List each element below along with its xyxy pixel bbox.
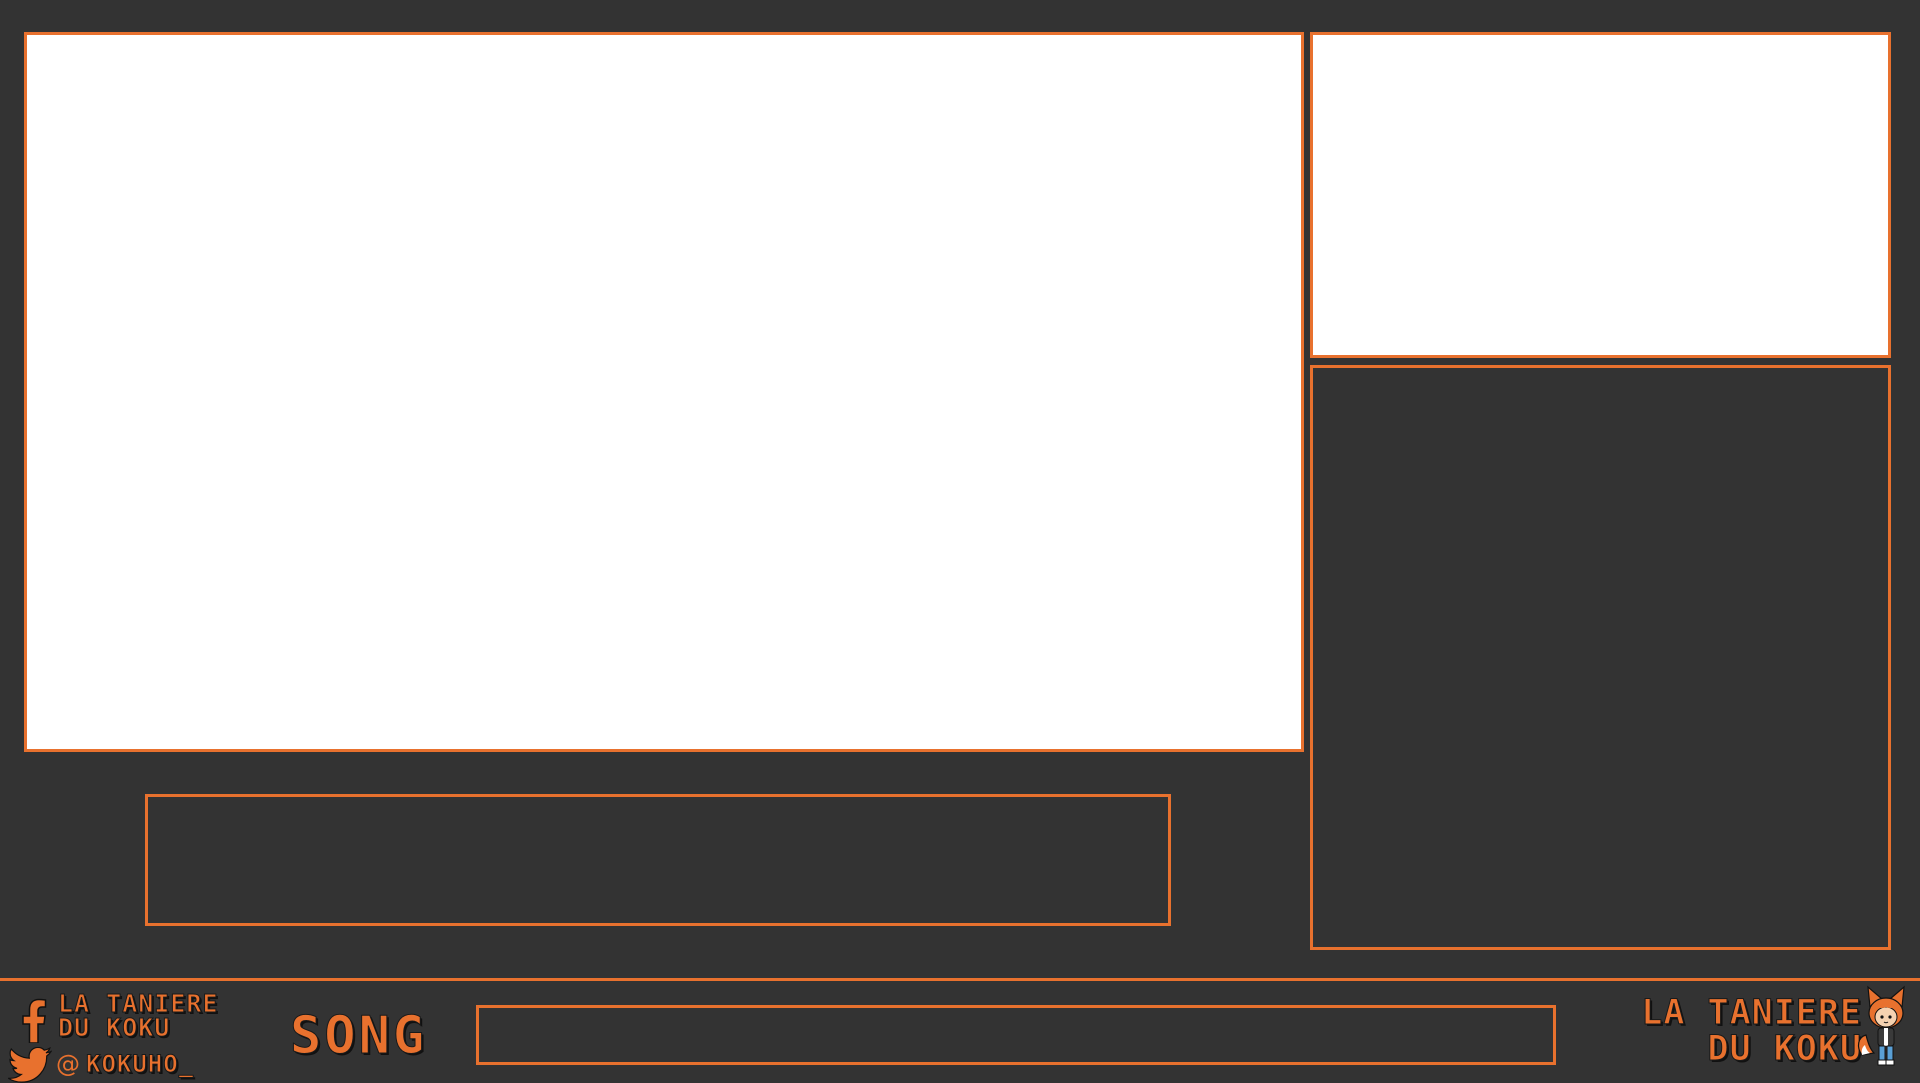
chat-frame [1310,365,1891,950]
game-capture-frame [24,32,1304,752]
facebook-page-name-line2[interactable]: DU KOKU [57,1013,171,1042]
bottom-bar: LA TANIERE DU KOKU @KOKUHO_ SONG LA TANI… [0,978,1920,1083]
twitter-icon[interactable] [8,1047,52,1083]
brand-name-line2: DU KOKU [1707,1029,1862,1069]
facebook-page-name-line1[interactable]: LA TANIERE [58,989,219,1018]
twitter-at-sign: @ [56,1050,80,1078]
now-playing-frame [476,1005,1556,1065]
social-links: LA TANIERE DU KOKU @KOKUHO_ [8,989,268,1083]
twitter-handle[interactable]: @KOKUHO_ [56,1049,194,1079]
song-label: SONG [289,1006,428,1067]
brand-name-line1: LA TANIERE [1641,993,1862,1033]
webcam-frame [1310,32,1891,358]
alert-box-frame [145,794,1171,926]
twitter-handle-text: KOKUHO_ [85,1050,195,1079]
fox-mascot-icon [1857,985,1905,1066]
brand-logo: LA TANIERE DU KOKU [1572,985,1912,1081]
facebook-icon[interactable] [14,997,54,1043]
